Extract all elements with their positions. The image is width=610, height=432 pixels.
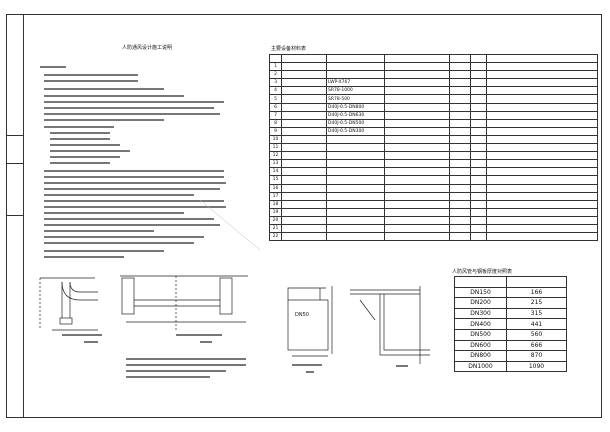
pipe-table-header — [454, 276, 567, 288]
pipe-value-cell: 215 — [506, 297, 567, 309]
title-block-strip — [6, 14, 23, 418]
dn50-label: DN50 — [295, 312, 309, 318]
pipe-value-cell: 166 — [506, 286, 567, 299]
equipment-table-row: 22 — [269, 232, 598, 242]
flange-detail — [120, 275, 248, 330]
pipe-value-cell: 1090 — [506, 360, 567, 373]
equipment-cell-remark — [486, 232, 598, 242]
pipe-value-cell: 870 — [506, 350, 567, 362]
drawing-frame — [23, 14, 602, 418]
elbow-detail — [39, 277, 98, 331]
pipe-value-cell: 560 — [506, 328, 567, 341]
pipe-table-title: 人防风管与钢板厚度对照表 — [452, 269, 513, 275]
pipe-value-cell: 441 — [506, 318, 567, 330]
pipe-header-value — [506, 276, 567, 288]
notes-title: 人防通风设计施工说明 — [122, 45, 173, 51]
pipe-value-cell: 666 — [506, 339, 567, 352]
bracket-detail — [350, 286, 430, 364]
channel-detail — [287, 286, 333, 357]
equipment-table-title: 主要设备材料表 — [271, 46, 307, 52]
pipe-value-cell: 315 — [506, 307, 567, 320]
